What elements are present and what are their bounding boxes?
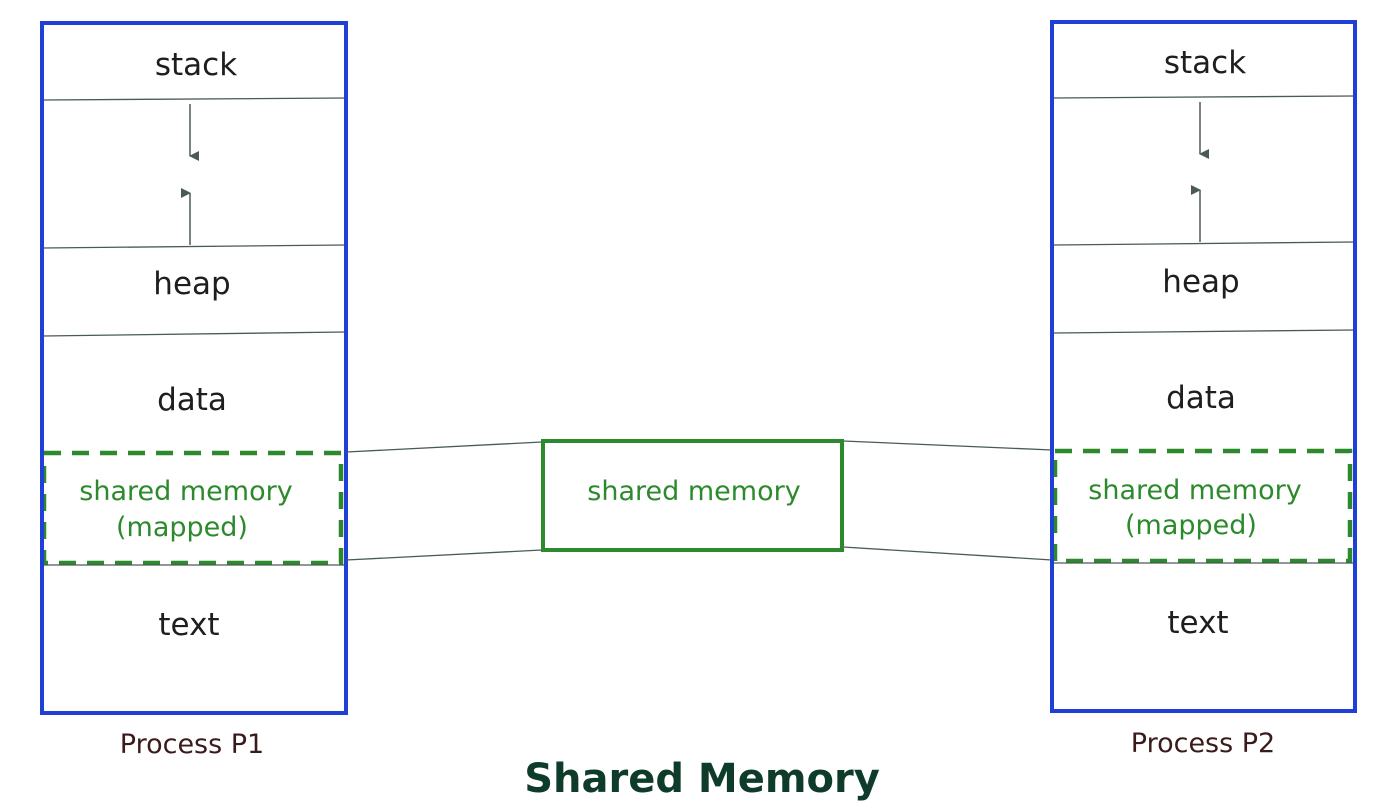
p1-data-label: data: [157, 382, 227, 418]
connector-p1-top: [345, 441, 543, 453]
p2-border: [1050, 20, 1357, 713]
p1-divider-gap-heap: [42, 244, 346, 249]
p1-shared-label-line1: shared memory: [79, 476, 292, 507]
p1-heap-label: heap: [153, 266, 230, 302]
shared-memory-block: shared memory: [541, 439, 844, 552]
p2-divider-heap-data: [1052, 329, 1355, 334]
connector-p2-bottom: [842, 546, 1053, 561]
connector-p1-bottom: [345, 549, 543, 561]
shared-memory-label: shared memory: [587, 476, 800, 507]
p2-process-label: Process P2: [1131, 728, 1275, 759]
mapping-connectors: [345, 440, 1053, 561]
p1-shared-region: [41, 450, 344, 566]
shared-memory-box: [541, 439, 844, 552]
p2-heap-label: heap: [1162, 264, 1239, 300]
p2-text-label: text: [1167, 605, 1228, 641]
p1-border: [40, 21, 348, 715]
connector-p2-top: [842, 440, 1053, 451]
diagram-title: Shared Memory: [524, 756, 880, 802]
p1-stack-label: stack: [155, 47, 237, 83]
p1-text-label: text: [158, 607, 219, 643]
process-p2: stack heap data shared memory (mapped) t…: [1050, 20, 1357, 759]
p1-divider-heap-data: [42, 331, 346, 337]
p2-divider-gap-heap: [1052, 241, 1355, 246]
p1-shared-label-line2: (mapped): [116, 512, 248, 543]
p2-divider-stack-gap: [1052, 95, 1355, 99]
p1-process-label: Process P1: [120, 729, 264, 760]
p1-divider-stack-gap: [42, 97, 346, 101]
p2-shared-label-line2: (mapped): [1125, 510, 1257, 541]
p2-data-label: data: [1166, 380, 1236, 416]
p2-shared-region: [1052, 448, 1353, 564]
p2-shared-label-line1: shared memory: [1088, 475, 1301, 506]
process-p1: stack heap data shared memory (mapped) t…: [40, 21, 348, 760]
p2-stack-label: stack: [1164, 45, 1246, 81]
